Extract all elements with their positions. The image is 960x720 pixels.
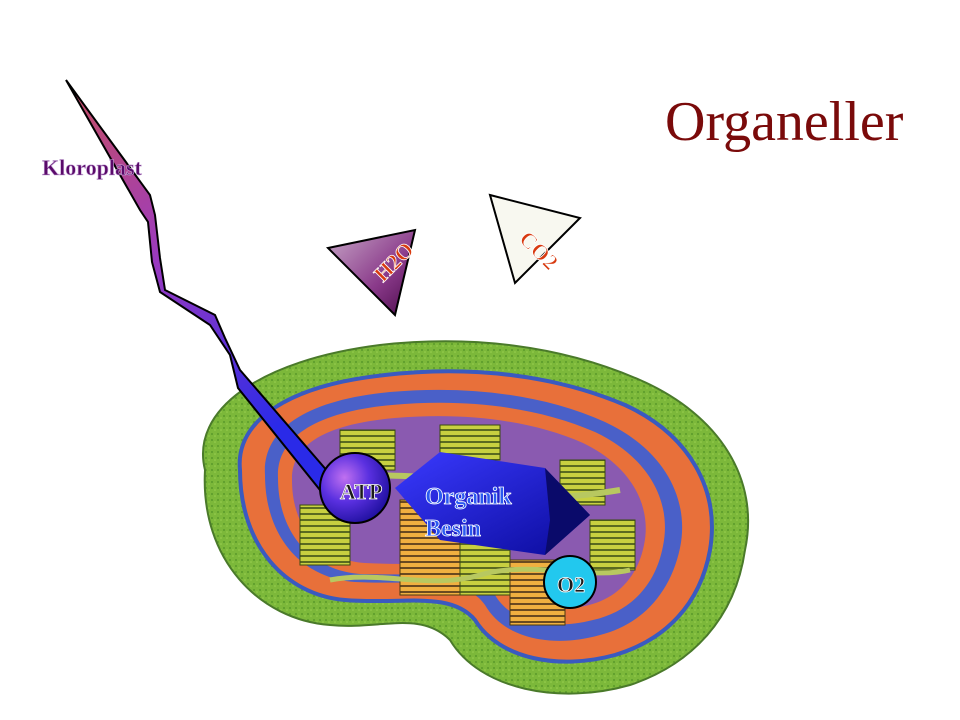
co2-molecule: CO2 <box>488 193 582 285</box>
atp-label: ATP <box>340 479 382 504</box>
page-title: Organeller <box>665 91 904 153</box>
o2-molecule: O2 <box>543 555 597 609</box>
atp-molecule: ATP <box>319 452 391 524</box>
kloroplast-label: Kloroplast <box>42 155 143 180</box>
h2o-molecule: H2O <box>325 228 419 317</box>
organik-besin-shape: Organik Besin <box>395 452 590 555</box>
organik-label-line2: Besin <box>425 516 481 542</box>
o2-label: O2 <box>557 572 585 597</box>
organik-label-line1: Organik <box>425 484 512 510</box>
